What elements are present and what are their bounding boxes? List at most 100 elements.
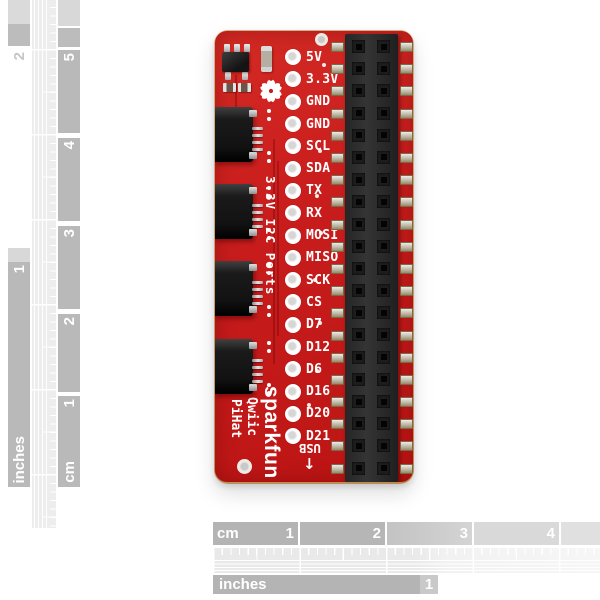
pin-label: SCL	[306, 138, 331, 154]
pin-hole	[285, 116, 301, 133]
ruler-segment: 2	[300, 522, 385, 545]
solder-pad	[224, 44, 230, 52]
ruler-number-text: 2	[10, 51, 28, 61]
silkscreen-dot	[267, 271, 271, 275]
copper-trace	[235, 75, 237, 115]
pin-hole	[285, 227, 301, 244]
ruler-unit-label: cm	[217, 525, 239, 542]
pin-hole	[285, 182, 301, 199]
ruler-number-text: 1	[10, 265, 28, 274]
header-socket-hole	[352, 461, 365, 475]
pad-slot	[330, 391, 344, 413]
solder-pad	[399, 397, 413, 408]
header-row	[345, 236, 398, 258]
pad-slot	[330, 413, 344, 435]
pin-row: SCK	[285, 269, 355, 291]
solder-pad	[330, 108, 344, 119]
header-row	[345, 258, 398, 280]
connector-tab	[249, 264, 257, 271]
silkscreen-dot	[267, 349, 271, 353]
connector-pin	[252, 127, 263, 130]
header-socket-rows	[345, 36, 398, 480]
via	[318, 321, 322, 325]
pad-slot	[399, 280, 413, 302]
pin-label: CS	[306, 294, 323, 310]
solder-pad	[330, 86, 344, 97]
header-socket-hole	[377, 417, 390, 431]
ruler-number-text: 4	[546, 525, 555, 542]
usb-arrow-icon: ↓	[303, 455, 316, 473]
pin-hole	[285, 294, 301, 311]
pad-slot	[399, 302, 413, 324]
header-socket-hole	[352, 40, 365, 53]
pin-row: D7	[285, 314, 355, 336]
solder-pad	[399, 286, 413, 297]
header-row	[345, 435, 398, 457]
header-row	[345, 391, 398, 413]
pin-row: 5V	[285, 46, 355, 68]
header-socket-hole	[352, 217, 365, 231]
connector-pin	[252, 366, 263, 369]
pin-label: D7	[306, 317, 323, 333]
header-socket-hole	[377, 439, 390, 453]
header-socket-hole	[352, 328, 365, 342]
ruler-segment: inches	[213, 575, 420, 594]
connector-pin	[252, 134, 263, 137]
solder-pad	[399, 419, 413, 430]
pin-row: 3.3V	[285, 68, 355, 90]
solder-pad	[330, 64, 344, 75]
pad-slot	[330, 125, 344, 147]
pad-slot	[330, 147, 344, 169]
header-row	[345, 302, 398, 324]
pin-hole	[285, 383, 301, 400]
ruler-segment	[561, 522, 600, 545]
mounting-hole	[315, 33, 328, 46]
board-name-line1: Qwiic	[244, 397, 259, 437]
header-row	[345, 369, 398, 391]
gpio-header-2x20	[345, 34, 398, 482]
pin-hole	[285, 71, 301, 88]
pin-hole	[285, 405, 301, 422]
pad-slot	[399, 125, 413, 147]
silkscreen-dot	[267, 263, 271, 267]
via	[313, 278, 317, 282]
header-row	[345, 58, 398, 80]
ports-silkscreen-label: 3.3V I2C Ports	[263, 176, 278, 296]
capacitor	[238, 83, 251, 92]
via	[307, 403, 311, 407]
solder-pad	[399, 241, 413, 252]
solder-pad	[399, 130, 413, 141]
pad-slot	[399, 214, 413, 236]
ruler-number-text: 2	[60, 317, 78, 326]
pin-row: D20	[285, 403, 355, 425]
solder-pad	[330, 441, 344, 452]
board-name-line2: PiHat	[228, 399, 243, 439]
pin-row: CS	[285, 291, 355, 313]
pin-label: SCK	[306, 272, 331, 288]
ruler-number-text: 1	[285, 525, 294, 542]
pad-slot	[330, 58, 344, 80]
ruler-unit-label: inches	[10, 436, 28, 484]
qwiic-connector-body	[215, 184, 253, 239]
pin-row: D16	[285, 380, 355, 402]
silkscreen-dot	[267, 228, 271, 232]
pin-label: 5V	[306, 49, 323, 65]
header-row	[345, 214, 398, 236]
pad-slot	[330, 36, 344, 58]
ruler-bottom-tick-strip	[213, 548, 600, 573]
solder-pad	[330, 263, 344, 274]
pin-label: GND	[306, 116, 331, 132]
header-row	[345, 458, 398, 480]
solder-pad	[399, 463, 413, 474]
capacitor	[223, 83, 236, 92]
qwiic-connector	[215, 261, 263, 316]
pad-slot	[330, 302, 344, 324]
silkscreen-dot	[267, 151, 271, 155]
connector-tab	[249, 229, 257, 236]
ruler-left-tick-strip	[32, 0, 56, 528]
pad-slot	[399, 58, 413, 80]
pad-slot	[399, 147, 413, 169]
solder-pad	[399, 175, 413, 186]
pad-slot	[399, 258, 413, 280]
